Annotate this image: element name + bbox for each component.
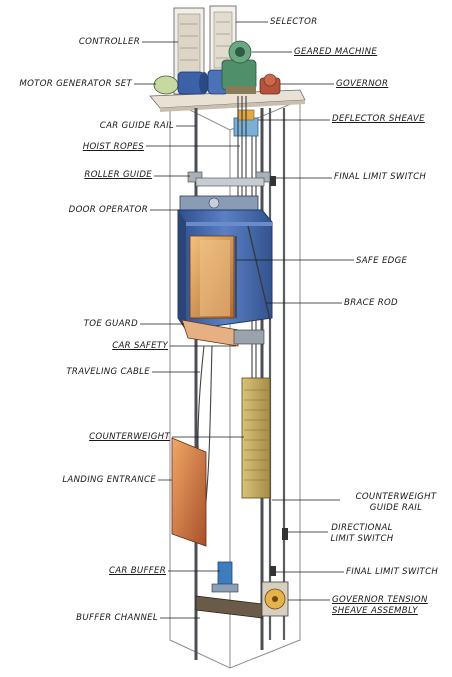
counterweight-guide-rail [270, 108, 284, 640]
label-car-guide-rail: CAR GUIDE RAIL [60, 121, 174, 131]
door-operator [180, 196, 258, 210]
label-final-limit-switch-bottom: FINAL LIMIT SWITCH [346, 567, 438, 577]
car-safety [234, 330, 264, 344]
label-roller-guide: ROLLER GUIDE [60, 170, 152, 180]
label-controller: CONTROLLER [60, 37, 140, 47]
car-buffer [212, 562, 238, 592]
landing-entrance [172, 438, 206, 546]
label-governor: GOVERNOR [336, 79, 388, 89]
governor [260, 74, 280, 94]
label-buffer-channel: BUFFER CHANNEL [20, 613, 158, 623]
directional-limit-switch [282, 528, 288, 540]
label-final-limit-switch-top: FINAL LIMIT SWITCH [334, 172, 426, 182]
label-car-safety: CAR SAFETY [40, 341, 168, 351]
label-door-operator: DOOR OPERATOR [40, 205, 148, 215]
label-geared-machine: GEARED MACHINE [294, 47, 377, 57]
label-safe-edge: SAFE EDGE [356, 256, 407, 266]
label-selector: SELECTOR [270, 17, 318, 27]
label-counterweight-guide-rail-1: COUNTERWEIGHT [346, 492, 446, 502]
roller-guide [188, 172, 270, 186]
label-governor-tension-2: SHEAVE ASSEMBLY [332, 606, 418, 616]
final-limit-switch-top-mark [270, 176, 276, 186]
label-counterweight: COUNTERWEIGHT [40, 432, 170, 442]
label-directional-limit-switch-1: DIRECTIONAL [322, 523, 402, 533]
label-brace-rod: BRACE ROD [344, 298, 398, 308]
buffer-channel [196, 596, 262, 618]
label-toe-guard: TOE GUARD [40, 319, 138, 329]
label-deflector-sheave: DEFLECTOR SHEAVE [332, 114, 425, 124]
label-governor-tension-1: GOVERNOR TENSION [332, 595, 428, 605]
label-car-buffer: CAR BUFFER [40, 566, 166, 576]
label-hoist-ropes: HOIST ROPES [60, 142, 144, 152]
counterweight [242, 378, 270, 498]
label-traveling-cable: TRAVELING CABLE [20, 367, 150, 377]
label-landing-entrance: LANDING ENTRANCE [10, 475, 156, 485]
motor-generator-set [154, 70, 228, 94]
label-directional-limit-switch-2: LIMIT SWITCH [322, 534, 402, 544]
label-counterweight-guide-rail-2: GUIDE RAIL [346, 503, 446, 513]
governor-tension-sheave [262, 582, 288, 616]
final-limit-switch-bottom-mark [270, 566, 276, 576]
label-motor-generator-set: MOTOR GENERATOR SET [4, 79, 132, 89]
